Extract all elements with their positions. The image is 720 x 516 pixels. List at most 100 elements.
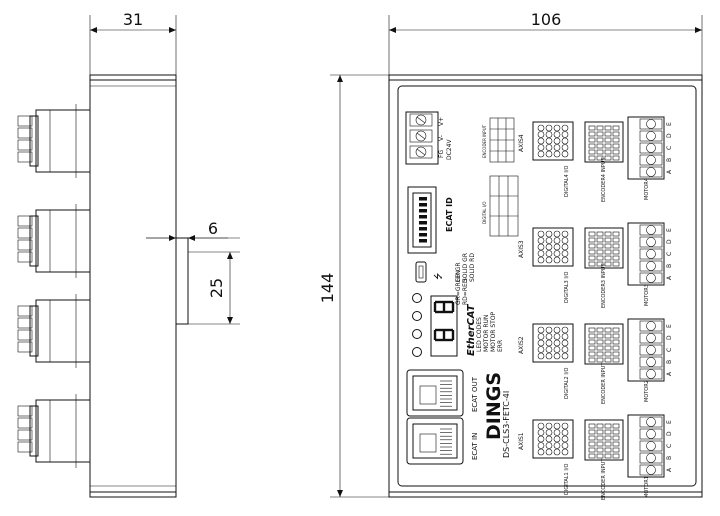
led-code-err: ERR	[497, 340, 504, 352]
encoder-pin	[604, 249, 612, 255]
encoder-pin	[612, 339, 620, 345]
encoder-pin	[596, 137, 604, 143]
encoder-pin	[596, 333, 604, 339]
encoder-pin	[588, 231, 596, 237]
rj45-ecat-in: ECAT IN	[406, 417, 479, 465]
power-screw-housing	[409, 129, 433, 143]
power-screw-housing	[409, 145, 433, 159]
encoder-pin	[596, 143, 604, 149]
encoder-pin	[612, 237, 620, 243]
encoder-pin	[596, 429, 604, 435]
motor-screw	[646, 345, 656, 355]
encoder-pin	[588, 441, 596, 447]
motor-pin-label: A	[666, 275, 673, 280]
encoder-pin	[588, 333, 596, 339]
connector-pin	[561, 429, 569, 436]
connector-pin	[537, 422, 545, 430]
motor-terminal	[639, 118, 663, 130]
encoder-pin	[588, 447, 596, 453]
encoder-pin	[612, 231, 620, 237]
digital-io-connector	[532, 419, 574, 459]
connector-pin	[553, 339, 561, 347]
motor-terminal	[639, 260, 663, 272]
encoder-pin	[612, 131, 620, 137]
encoder-pin	[612, 345, 620, 351]
status-leds	[412, 293, 422, 357]
connector-pin	[537, 448, 545, 456]
encoder-pin	[596, 149, 604, 155]
encoder-label: ENCODER INPUT	[601, 458, 607, 500]
motor-label: MOTOR4	[644, 178, 650, 200]
motor-pin-label: A	[666, 169, 673, 174]
encoder-pin	[588, 435, 596, 441]
brand-block: DINGS DS-CLS3-FETC-4I	[483, 372, 511, 458]
motor-screw	[646, 225, 656, 235]
connector-pin	[553, 333, 561, 340]
connector-pin	[545, 429, 553, 436]
connector-pin	[561, 237, 569, 244]
connector-pin	[561, 352, 569, 360]
connector-pin	[561, 124, 569, 132]
motor-terminal	[639, 142, 663, 154]
side-connector	[17, 204, 91, 278]
connector-pin	[553, 442, 561, 449]
connector-pin	[545, 250, 553, 257]
encoder-pin	[588, 261, 596, 267]
encoder-pin	[604, 441, 612, 447]
motor-screw	[646, 273, 656, 283]
motor-pin-label: D	[666, 431, 673, 436]
encoder-connector	[584, 323, 624, 365]
motor-screw	[646, 357, 656, 367]
connector-pin	[561, 326, 569, 334]
encoder-pin	[604, 143, 612, 149]
encoder-pin	[612, 255, 620, 261]
dim-height: 144	[318, 273, 337, 304]
connector-pin	[537, 137, 545, 145]
encoder-pin	[604, 137, 612, 143]
dip-switch-lever	[419, 233, 427, 237]
connector-pin	[545, 230, 553, 238]
encoder-pin	[596, 131, 604, 137]
motor-terminal	[639, 368, 663, 380]
connector-pin	[553, 448, 561, 456]
motor-terminal	[639, 224, 663, 236]
motor-screw	[646, 333, 656, 343]
connector-pin	[537, 326, 545, 334]
connector-pin	[553, 131, 561, 138]
motor-label: MOTOR3	[644, 284, 650, 306]
rj45-latch	[419, 433, 437, 453]
motor-screw	[646, 369, 656, 379]
encoder-pin	[604, 447, 612, 453]
encoder-pin	[588, 339, 596, 345]
usb-icon: ⭍	[433, 272, 444, 280]
power-voltage: DC24V	[446, 139, 453, 160]
connector-pin	[561, 137, 569, 145]
encoder-pin	[604, 351, 612, 357]
digital-io-table: DIGITAL I/O	[482, 175, 519, 237]
connector-pin	[545, 422, 553, 430]
motor-connector	[627, 318, 665, 382]
encoder-pin	[596, 435, 604, 441]
dim-width-side: 31	[123, 10, 143, 29]
connector-pin	[561, 256, 569, 264]
motor-terminal	[639, 320, 663, 332]
side-connector	[17, 104, 91, 178]
led-state-2: SOLID GR	[462, 253, 469, 282]
motor-pin-label: C	[666, 146, 673, 150]
digital-io-connector	[532, 323, 574, 363]
encoder-pin	[604, 149, 612, 155]
connector-pin	[553, 429, 561, 436]
connector-pin	[553, 422, 561, 430]
motor-pin-label: E	[666, 324, 673, 328]
motor-pin-label: D	[666, 239, 673, 244]
motor-terminal	[639, 356, 663, 368]
encoder-input-title: ENCODER INPUT	[482, 124, 487, 158]
encoder-pin	[604, 327, 612, 333]
motor-pin-label: E	[666, 228, 673, 232]
encoder-pin	[596, 441, 604, 447]
motor-screw	[646, 261, 656, 271]
digital-io-connector	[532, 121, 574, 161]
motor-screw	[646, 429, 656, 439]
